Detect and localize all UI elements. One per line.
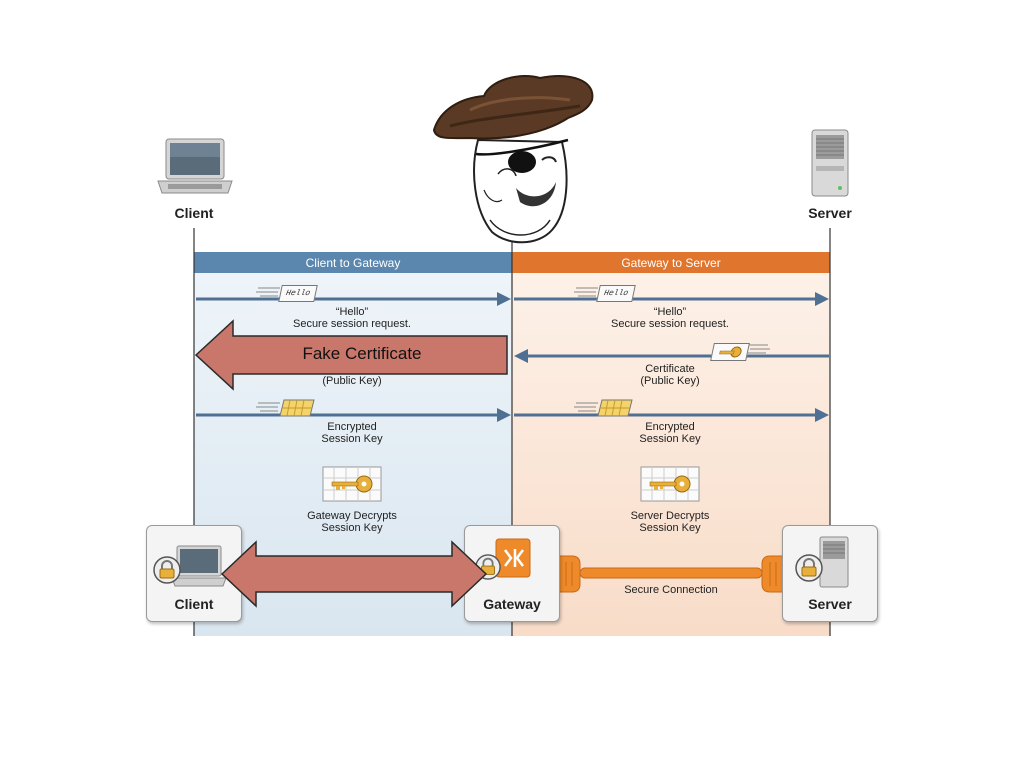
encrypted-arrow-left: [196, 408, 511, 422]
client-box: Client: [146, 525, 242, 622]
decrypt-caption-right-line2: Session Key: [639, 522, 701, 534]
server-header: Server: [808, 205, 852, 221]
lock-icon: [153, 556, 181, 584]
encrypted-caption-left-line1: Encrypted: [327, 421, 377, 433]
decrypt-caption-right-line1: Server Decrypts: [630, 510, 710, 522]
decrypt-caption-left-line1: Gateway Decrypts: [307, 510, 397, 522]
encrypted-caption-left-line2: Session Key: [321, 433, 383, 445]
secure-connection-label: Secure Connection: [624, 584, 718, 596]
hello-caption-right-line1: “Hello”: [653, 306, 687, 318]
certificate-arrow-right: [514, 349, 829, 363]
band-client-to-gateway-label: Client to Gateway: [305, 255, 401, 270]
hello-arrow-right: [514, 292, 829, 306]
trollface-icon: [473, 138, 568, 244]
hello-caption-left: “Hello” Secure session request.: [272, 306, 432, 330]
certificate-caption-right: Certificate (Public Key): [610, 363, 730, 387]
decrypt-caption-right: Server Decrypts Session Key: [600, 510, 740, 534]
hello-caption-left-line2: Secure session request.: [292, 318, 411, 330]
encrypted-caption-right-line2: Session Key: [639, 433, 701, 445]
fake-certificate-label: Fake Certificate: [302, 344, 422, 363]
key-icon: [719, 346, 742, 358]
pirate-hat-icon: [432, 75, 594, 140]
decrypt-caption-left: Gateway Decrypts Session Key: [282, 510, 422, 534]
eyepatch-icon: [475, 138, 569, 173]
decrypt-key-grid-left: [322, 466, 382, 502]
encrypted-packet-icon: [597, 399, 633, 417]
key-icon: [649, 475, 691, 493]
encrypted-arrow-right: [514, 408, 829, 422]
certificate-envelope-icon: [710, 343, 750, 361]
left-public-key-caption: (Public Key): [322, 375, 382, 387]
gateway-logo-icon: [495, 538, 531, 578]
speed-lines-hello-left: [256, 287, 280, 297]
client-box-label: Client: [174, 596, 214, 612]
laptop-icon: [157, 138, 233, 194]
encrypted-caption-left: Encrypted Session Key: [292, 421, 412, 445]
speed-lines-encrypted-right: [574, 402, 598, 412]
speed-lines-encrypted-left: [256, 402, 280, 412]
server-box: Server: [782, 525, 878, 622]
server-box-label: Server: [808, 596, 852, 612]
client-header: Client: [174, 205, 214, 221]
server-tower-icon: [811, 129, 849, 197]
cable-icon: [558, 555, 784, 593]
gateway-box-label: Gateway: [483, 596, 541, 612]
encrypted-caption-right-line1: Encrypted: [645, 421, 695, 433]
hello-caption-right-line2: Secure session request.: [610, 318, 729, 330]
certificate-caption-right-line1: Certificate: [645, 363, 695, 375]
lock-icon: [795, 554, 823, 582]
hello-caption-left-line1: “Hello”: [335, 306, 369, 318]
hello-caption-right: “Hello” Secure session request.: [590, 306, 750, 330]
key-icon: [331, 475, 373, 493]
fake-certificate-arrow: [194, 319, 508, 391]
certificate-caption-right-line2: (Public Key): [640, 375, 700, 387]
encrypted-packet-icon: [279, 399, 315, 417]
band-gateway-to-server-label: Gateway to Server: [621, 255, 721, 270]
encrypted-caption-right: Encrypted Session Key: [610, 421, 730, 445]
band-client-to-gateway: Client to Gateway: [194, 252, 512, 273]
pirate-trollface: [432, 75, 594, 244]
decrypt-caption-left-line2: Session Key: [321, 522, 383, 534]
decrypt-key-grid-right: [640, 466, 700, 502]
band-gateway-to-server: Gateway to Server: [512, 252, 830, 273]
hello-arrow-left: [196, 292, 511, 306]
speed-lines-certificate: [748, 344, 770, 354]
speed-lines-hello-right: [574, 287, 598, 297]
